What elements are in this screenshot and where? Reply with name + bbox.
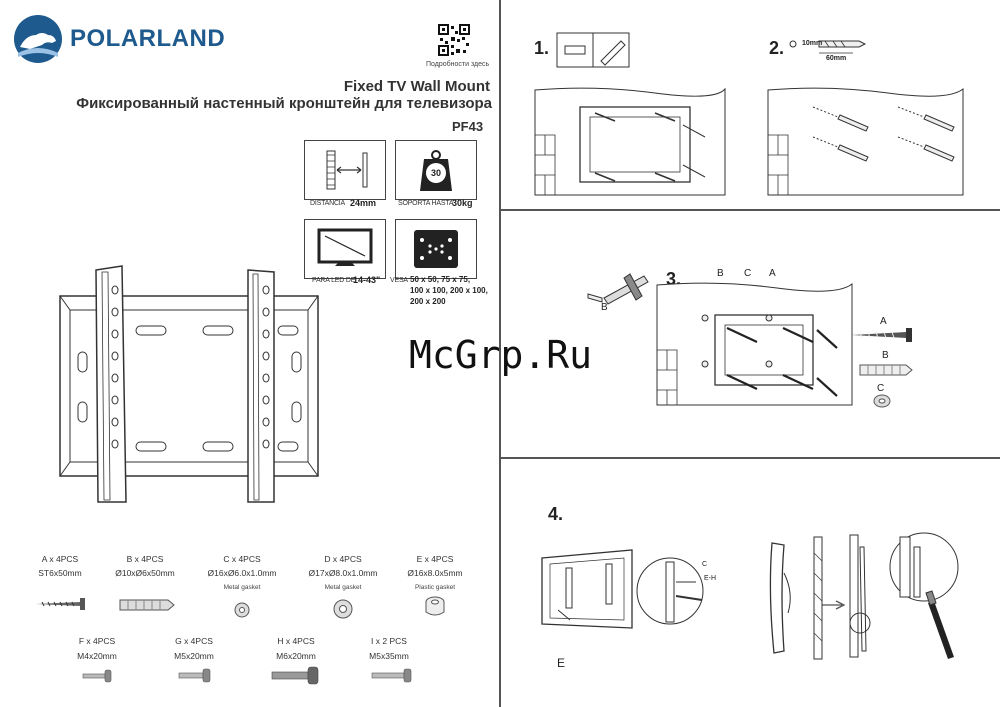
spec-distance-box bbox=[304, 140, 386, 200]
spec-distance-value: 24mm bbox=[350, 198, 377, 208]
bolt-f-icon bbox=[82, 669, 112, 683]
qr-caption: Подробности здесь bbox=[426, 61, 490, 68]
part-e-size: Ø16x8.0x5mm bbox=[407, 568, 463, 578]
part-c-note: Metal gasket bbox=[223, 584, 261, 591]
bolt-i-icon bbox=[371, 668, 412, 683]
part-a-title: A x 4PCS bbox=[41, 554, 79, 564]
step-3-label-a: A bbox=[769, 268, 776, 279]
part-d-note: Metal gasket bbox=[324, 584, 362, 591]
weight-number: 30 bbox=[431, 168, 441, 178]
wall-mount-bracket-illustration bbox=[59, 265, 319, 503]
part-h-title: H x 4PCS bbox=[277, 636, 315, 646]
part-h-size: M6x20mm bbox=[276, 651, 316, 661]
spacer-e-icon bbox=[425, 596, 445, 616]
level-pencil-icon bbox=[556, 32, 630, 68]
part-e-title: E x 4PCS bbox=[416, 554, 454, 564]
step-4-number: 4. bbox=[548, 504, 564, 524]
screw-a-icon bbox=[36, 598, 85, 610]
hammer-icon bbox=[587, 273, 649, 305]
step-divider-1 bbox=[500, 209, 1000, 211]
tv-screen-icon bbox=[317, 228, 373, 266]
side-label-b: B bbox=[882, 350, 889, 361]
screw-a-side-icon bbox=[852, 328, 912, 342]
part-g-size: M5x20mm bbox=[174, 651, 214, 661]
anchor-b-side-icon bbox=[859, 364, 913, 376]
drill-depth: 60mm bbox=[826, 55, 847, 62]
part-e-note: Plastic gasket bbox=[414, 584, 456, 591]
final-mount-illustration bbox=[849, 532, 959, 659]
product-title-ru: Фиксированный настенный кронштейн для те… bbox=[76, 95, 492, 112]
step-1-number: 1. bbox=[534, 38, 550, 58]
detail-label-eh: E-H bbox=[704, 575, 717, 582]
spec-load-label: SOPORTA HASTA bbox=[398, 200, 454, 207]
brand-name: POLARLAND bbox=[70, 25, 226, 52]
step-3-label-b: B bbox=[717, 268, 724, 279]
part-b-title: B x 4PCS bbox=[126, 554, 164, 564]
vesa-holes-icon bbox=[414, 230, 458, 268]
tv-side-illustration bbox=[769, 542, 791, 654]
spec-vesa-label: VESA bbox=[390, 277, 408, 284]
drill-diameter: 10mm bbox=[802, 40, 823, 47]
step-divider-2 bbox=[500, 457, 1000, 459]
spec-size-label: PARA LED DE bbox=[312, 277, 356, 284]
spec-load-value: 30kg bbox=[452, 198, 473, 208]
anchor-b-icon bbox=[119, 599, 175, 611]
washer-c-icon bbox=[234, 602, 250, 618]
part-i-title: I x 2 PCS bbox=[371, 636, 407, 646]
weight-icon: 30 bbox=[420, 150, 452, 191]
product-title-en: Fixed TV Wall Mount bbox=[343, 78, 490, 95]
spec-load-box: 30 bbox=[395, 140, 477, 200]
side-label-a: A bbox=[880, 316, 887, 327]
watermark-text: McGrp.Ru bbox=[409, 333, 593, 377]
washer-c-side-icon bbox=[873, 394, 891, 408]
part-i-size: M5x35mm bbox=[369, 651, 409, 661]
part-d-title: D x 4PCS bbox=[324, 554, 362, 564]
part-g-title: G x 4PCS bbox=[175, 636, 213, 646]
part-d-size: Ø17xØ8.0x1.0mm bbox=[308, 568, 378, 578]
step-2-wall-illustration bbox=[767, 87, 964, 196]
spec-distance-label: DISTANCIA bbox=[310, 200, 346, 207]
step-1-wall-illustration bbox=[534, 87, 726, 196]
part-f-title: F x 4PCS bbox=[78, 636, 116, 646]
part-b-size: Ø10xØ6x50mm bbox=[115, 568, 175, 578]
part-f-size: M4x20mm bbox=[77, 651, 117, 661]
side-label-c: C bbox=[877, 383, 885, 394]
spec-vesa-box bbox=[395, 219, 477, 279]
washer-d-icon bbox=[333, 599, 353, 619]
tv-back-illustration bbox=[541, 549, 633, 629]
step-3-label-c: C bbox=[744, 268, 752, 279]
polar-bear-icon bbox=[14, 15, 62, 63]
page-divider-vertical bbox=[499, 0, 501, 707]
wall-section bbox=[813, 536, 823, 660]
model-number: PF43 bbox=[452, 119, 484, 134]
step-2-number: 2. bbox=[769, 38, 785, 58]
part-c-size: Ø16xØ6.0x1.0mm bbox=[207, 568, 277, 578]
wall-distance-icon bbox=[326, 150, 368, 190]
step-4-label-e: E bbox=[557, 656, 566, 670]
bolt-g-icon bbox=[178, 668, 211, 683]
bolt-h-icon bbox=[271, 666, 319, 685]
step-3-wall-illustration bbox=[656, 282, 853, 406]
spec-size-box bbox=[304, 219, 386, 279]
spec-size-value: 14-43" bbox=[353, 275, 381, 285]
part-a-size: ST6x50mm bbox=[38, 568, 82, 578]
drill-bit-icon bbox=[789, 40, 867, 54]
detail-label-c: C bbox=[702, 561, 708, 568]
part-c-title: C x 4PCS bbox=[223, 554, 261, 564]
spec-vesa-values: 50 x 50, 75 x 75, 100 x 100, 200 x 100, … bbox=[410, 275, 488, 306]
detail-zoom-circle bbox=[636, 557, 704, 625]
hammer-label-b: B bbox=[601, 302, 608, 313]
